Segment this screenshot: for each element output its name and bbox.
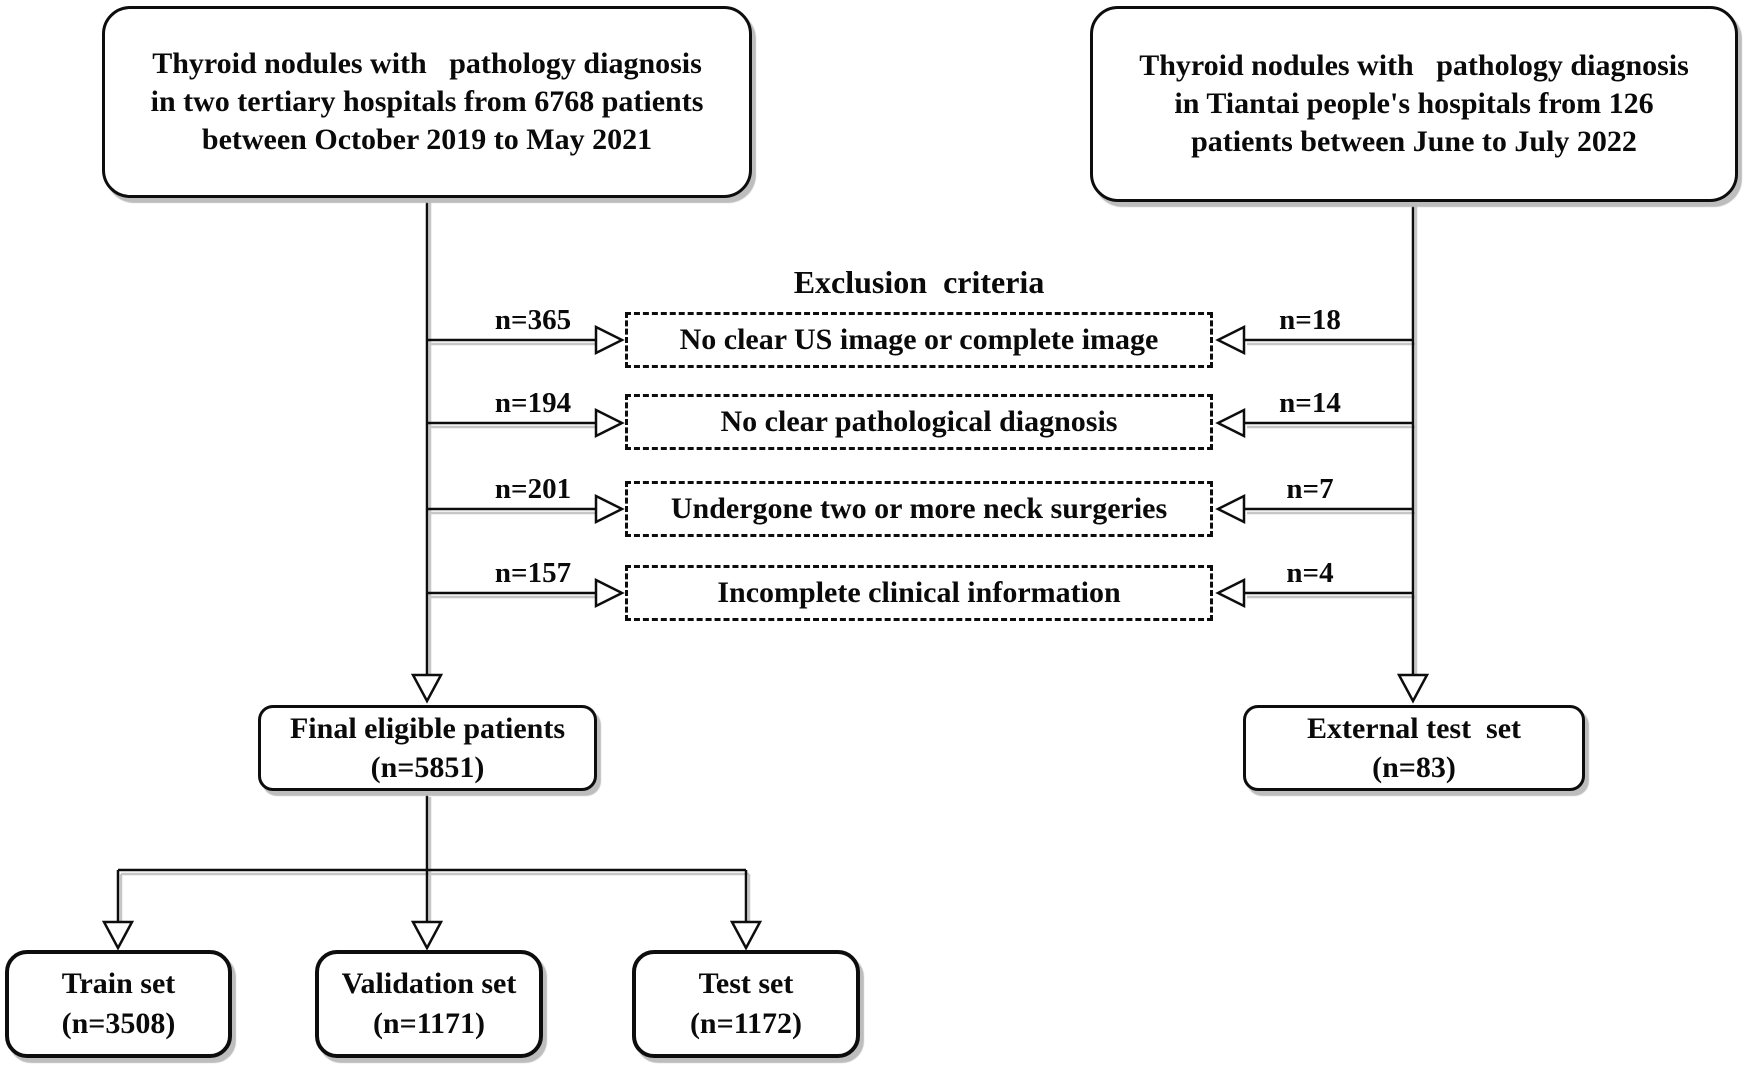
arrow-down-icon [729,920,763,951]
n-label-left-2: n=194 [494,387,572,419]
n-label-right-3: n=7 [1286,473,1334,505]
box-text-line: (n=83) [1372,751,1456,784]
box-text-line: (n=3508) [61,1007,176,1040]
arrow-right-icon [594,324,625,356]
box-text-line: (n=5851) [370,751,485,784]
source-box-tertiary-hospitals: Thyroid nodules with pathology diagnosis… [102,6,752,198]
box-text-line: (n=1172) [689,1007,803,1040]
arrow-left-icon [1215,407,1246,439]
exclusion-label: No clear US image or complete image [679,323,1159,356]
n-label-left-3: n=201 [494,473,572,505]
arrow-left-icon [1215,577,1246,609]
n-label-right-4: n=4 [1286,557,1334,589]
validation-set-box: Validation set (n=1171) [315,950,543,1058]
arrowheads [101,324,1430,951]
source-text-line: between October 2019 to May 2021 [201,123,653,156]
test-set-box: Test set (n=1172) [632,950,860,1058]
final-eligible-patients-box: Final eligible patients (n=5851) [258,705,597,791]
box-text-line: (n=1171) [372,1007,486,1040]
box-text-line: Train set [61,967,176,1000]
exclusion-label: Incomplete clinical information [717,576,1121,609]
source-text-line: Thyroid nodules with pathology diagnosis [1139,49,1689,82]
box-text-line: Test set [698,967,794,1000]
arrow-right-icon [594,407,625,439]
arrow-left-icon [1215,493,1246,525]
exclusion-box-no-clear-image: No clear US image or complete image [625,312,1213,368]
external-test-set-box: External test set (n=83) [1243,705,1585,791]
source-text-line: Thyroid nodules with pathology diagnosis [152,47,702,80]
train-set-box: Train set (n=3508) [5,950,232,1058]
source-box-tiantai-hospital: Thyroid nodules with pathology diagnosis… [1090,6,1738,202]
arrow-down-icon [410,920,444,951]
exclusion-box-neck-surgeries: Undergone two or more neck surgeries [625,481,1213,537]
source-text-line: patients between June to July 2022 [1191,125,1637,158]
arrow-right-icon [594,493,625,525]
arrow-down-icon [101,920,135,951]
n-label-right-1: n=18 [1279,304,1341,336]
exclusion-label: No clear pathological diagnosis [720,405,1118,438]
box-text-line: External test set [1306,712,1522,745]
arrow-down-icon [410,673,444,704]
flow-lines [116,198,1415,921]
box-text-line: Validation set [341,967,517,1000]
arrow-right-icon [594,577,625,609]
exclusion-criteria-title: Exclusion criteria [793,264,1045,300]
source-text-line: in Tiantai people's hospitals from 126 [1174,87,1654,120]
arrow-left-icon [1215,324,1246,356]
box-text-line: Final eligible patients [289,712,565,745]
arrow-down-icon [1396,673,1430,704]
exclusion-box-incomplete-information: Incomplete clinical information [625,565,1213,621]
exclusion-label: Undergone two or more neck surgeries [670,492,1168,525]
exclusion-box-no-pathological-diagnosis: No clear pathological diagnosis [625,394,1213,450]
source-text-line: in two tertiary hospitals from 6768 pati… [150,85,704,118]
n-label-left-1: n=365 [494,304,572,336]
n-label-right-2: n=14 [1279,387,1341,419]
line-shadows [119,202,1418,925]
n-label-left-4: n=157 [494,557,572,589]
